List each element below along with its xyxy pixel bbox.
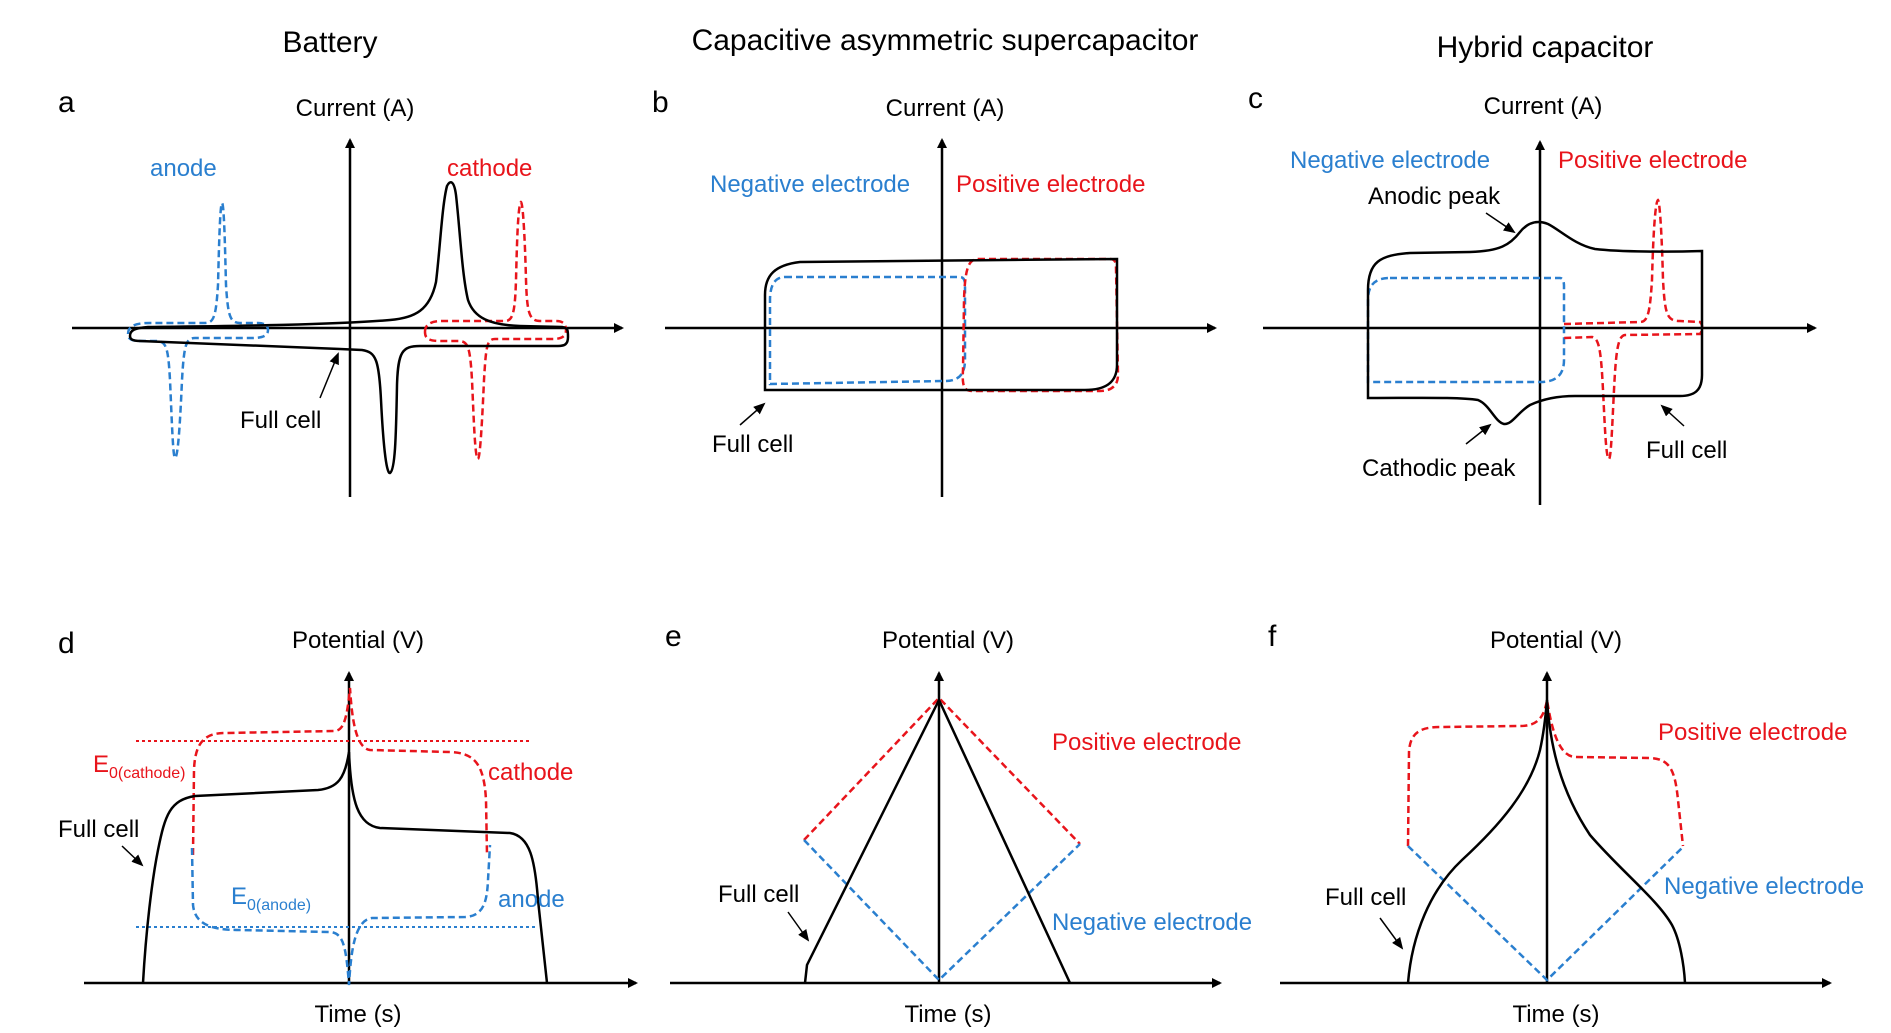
panel-b-full-cell-label: Full cell (712, 431, 793, 458)
panel-b-y-axis-label: Current (A) (886, 95, 1005, 122)
panel-e: e Potential (V) Time (s) Positive electr… (665, 620, 1252, 1028)
panel-f-y-axis-label: Potential (V) (1490, 627, 1622, 654)
panel-b-full-cell-curve (763, 257, 1119, 392)
panel-e-x-axis-label: Time (s) (904, 1001, 991, 1028)
panel-c-letter: c (1248, 82, 1263, 115)
panel-e-positive-electrode-curve (803, 696, 1081, 845)
panel-c-full-cell-pointer (1660, 404, 1685, 427)
panel-f-full-cell-pointer (1379, 917, 1404, 950)
panel-d-cathode-curve (191, 687, 489, 856)
panel-a-cathode-label: cathode (447, 155, 532, 182)
panel-d-letter: d (58, 627, 75, 660)
panel-d-e0-anode-label: E0(anode) (231, 883, 311, 914)
panel-c-positive-electrode-label: Positive electrode (1558, 147, 1747, 174)
panel-d-e0-cathode-subscript: 0(cathode) (109, 765, 186, 782)
panel-d: d Potential (V) Time (s) E0(cathode) cat… (58, 627, 638, 1028)
panel-d-full-cell-pointer (121, 845, 144, 867)
panel-b-letter: b (652, 86, 669, 119)
panel-c-anodic-peak-label: Anodic peak (1368, 183, 1501, 210)
panel-f-letter: f (1268, 620, 1277, 653)
panel-d-e0-anode-subscript: 0(anode) (247, 897, 311, 914)
panel-a-anode-curve (126, 201, 270, 460)
panel-c-positive-electrode-curve (1563, 198, 1704, 461)
panel-a-y-axis-label: Current (A) (296, 95, 415, 122)
panel-f: f Potential (V) Time (s) Positive electr… (1268, 620, 1864, 1028)
panel-e-positive-electrode-label: Positive electrode (1052, 729, 1241, 756)
panel-b-positive-electrode-label: Positive electrode (956, 171, 1145, 198)
panel-e-full-cell-label: Full cell (718, 881, 799, 908)
panel-d-e0-anode-main: E (231, 883, 247, 910)
panel-a-letter: a (58, 86, 75, 119)
panel-d-x-axis-label: Time (s) (314, 1001, 401, 1028)
panel-b: b Current (A) Negative electrode Positiv… (652, 86, 1217, 497)
panel-e-letter: e (665, 620, 682, 653)
panel-c-y-axis-label: Current (A) (1484, 93, 1603, 120)
panel-d-y-axis-label: Potential (V) (292, 627, 424, 654)
panel-a: a Current (A) anode cathode Full cell (58, 86, 624, 497)
panel-d-full-cell-curve (141, 751, 549, 984)
panel-f-negative-electrode-curve (1407, 845, 1685, 982)
column-title-supercapacitor: Capacitive asymmetric supercapacitor (692, 24, 1199, 57)
column-title-battery: Battery (282, 26, 377, 59)
panel-d-e0-cathode-main: E (93, 751, 109, 778)
panel-d-full-cell-label: Full cell (58, 816, 139, 843)
panel-a-anode-label: anode (150, 155, 217, 182)
panel-e-y-axis-label: Potential (V) (882, 627, 1014, 654)
panel-e-full-cell-pointer (787, 911, 810, 942)
panel-c-negative-electrode-curve (1366, 276, 1566, 384)
panel-c-anodic-peak-pointer (1485, 212, 1516, 234)
panel-b-full-cell-pointer (739, 402, 766, 426)
panel-a-full-cell-pointer (319, 352, 339, 399)
panel-f-x-axis-label: Time (s) (1512, 1001, 1599, 1028)
panel-e-negative-electrode-curve (803, 839, 1081, 982)
panel-e-full-cell-curve (803, 697, 1072, 984)
panel-d-cathode-label: cathode (488, 759, 573, 786)
panel-a-full-cell-label: Full cell (240, 407, 321, 434)
panel-e-negative-electrode-label: Negative electrode (1052, 909, 1252, 936)
panel-f-full-cell-curve (1406, 699, 1687, 984)
panel-d-anode-curve (190, 844, 492, 986)
panel-b-positive-electrode-curve (961, 257, 1120, 393)
panel-f-negative-electrode-label: Negative electrode (1664, 873, 1864, 900)
panel-f-positive-electrode-label: Positive electrode (1658, 719, 1847, 746)
panel-b-negative-electrode-label: Negative electrode (710, 171, 910, 198)
panel-c: c Current (A) Negative electrode Positiv… (1248, 82, 1817, 505)
panel-d-e0-cathode-label: E0(cathode) (93, 751, 186, 782)
panel-f-full-cell-label: Full cell (1325, 884, 1406, 911)
panel-c-negative-electrode-label: Negative electrode (1290, 147, 1490, 174)
panel-a-full-cell-curve (128, 181, 570, 475)
panel-c-cathodic-peak-pointer (1465, 423, 1492, 445)
panel-b-negative-electrode-curve (768, 275, 967, 386)
panel-c-cathodic-peak-label: Cathodic peak (1362, 455, 1516, 482)
column-title-hybrid: Hybrid capacitor (1437, 31, 1654, 64)
panel-d-anode-label: anode (498, 886, 565, 913)
panel-c-full-cell-label: Full cell (1646, 437, 1727, 464)
panel-c-full-cell-curve (1366, 220, 1704, 426)
panel-f-positive-electrode-curve (1406, 699, 1685, 847)
panel-a-cathode-curve (423, 200, 568, 461)
